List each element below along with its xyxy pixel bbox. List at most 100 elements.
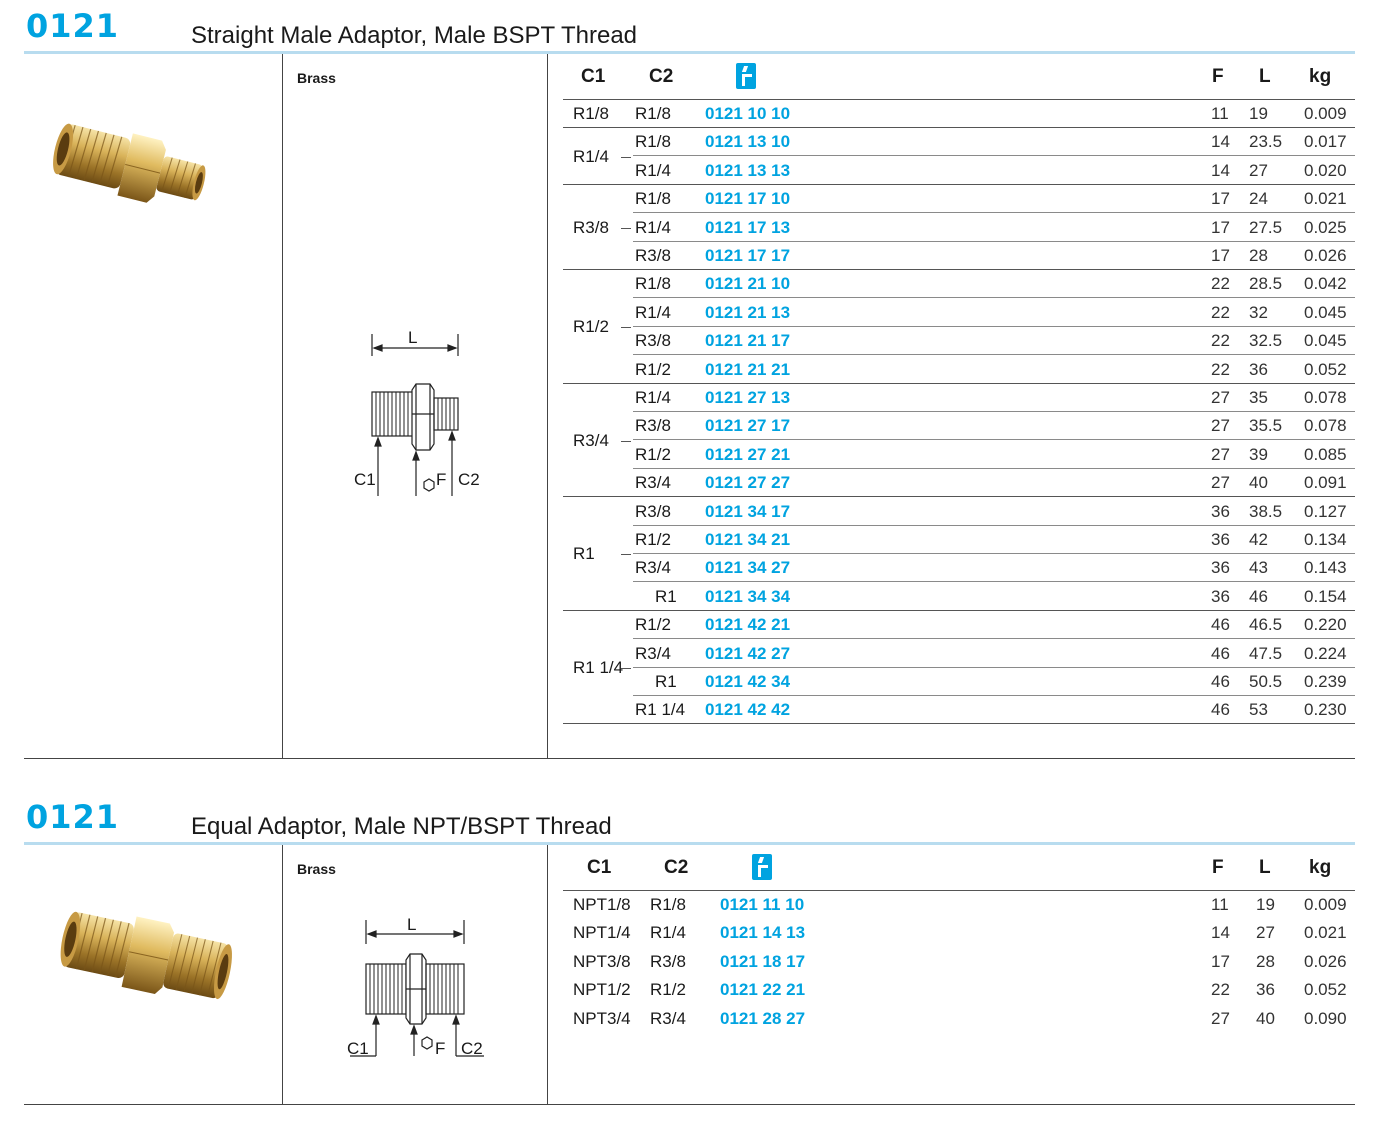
f-cell: 11 bbox=[1211, 895, 1229, 914]
l-cell: 43 bbox=[1249, 558, 1268, 578]
l-cell: 32.5 bbox=[1249, 331, 1283, 351]
material-label: Brass bbox=[297, 861, 336, 877]
c2-cell: R1/8 bbox=[635, 132, 671, 152]
kg-cell: 0.025 bbox=[1304, 217, 1347, 237]
article-number: 0121 42 21 bbox=[705, 615, 791, 635]
l-cell: 39 bbox=[1249, 444, 1268, 464]
c1-cell: NPT3/8 bbox=[573, 951, 631, 971]
col-header-f: F bbox=[1212, 66, 1224, 87]
f-cell: 46 bbox=[1211, 643, 1230, 663]
kg-cell: 0.026 bbox=[1304, 246, 1347, 265]
article-number: 0121 27 13 bbox=[705, 388, 791, 407]
f-cell: 36 bbox=[1211, 558, 1230, 578]
f-cell: 27 bbox=[1211, 473, 1230, 493]
kg-cell: 0.078 bbox=[1304, 388, 1347, 407]
kg-cell: 0.052 bbox=[1304, 359, 1347, 379]
material-label: Brass bbox=[297, 70, 336, 86]
kg-cell: 0.085 bbox=[1304, 444, 1347, 464]
f-cell: 14 bbox=[1211, 160, 1230, 180]
article-number: 0121 34 17 bbox=[705, 501, 791, 521]
article-number: 0121 17 17 bbox=[705, 246, 791, 265]
c2-cell: R3/4 bbox=[635, 643, 671, 663]
article-number: 0121 21 10 bbox=[705, 274, 791, 294]
l-cell: 40 bbox=[1249, 473, 1268, 493]
catalogue-reference-icon bbox=[752, 854, 772, 880]
f-cell: 22 bbox=[1211, 274, 1230, 294]
f-cell: 27 bbox=[1211, 444, 1230, 464]
l-cell: 27 bbox=[1249, 160, 1268, 180]
product-title: Equal Adaptor, Male NPT/BSPT Thread bbox=[191, 813, 612, 840]
f-cell: 22 bbox=[1211, 980, 1230, 1000]
c2-cell: R1/8 bbox=[635, 274, 671, 294]
kg-cell: 0.009 bbox=[1304, 104, 1347, 123]
article-number: 0121 42 34 bbox=[705, 672, 791, 691]
article-number: 0121 34 27 bbox=[705, 558, 791, 578]
article-number: 0121 21 17 bbox=[705, 331, 791, 351]
f-cell: 27 bbox=[1211, 1008, 1230, 1028]
article-number: 0121 11 10 bbox=[720, 895, 805, 914]
l-cell: 28 bbox=[1256, 951, 1275, 971]
c1-cell: NPT1/8 bbox=[573, 895, 631, 914]
kg-cell: 0.239 bbox=[1304, 672, 1347, 691]
c2-cell: R1/4 bbox=[635, 160, 671, 180]
c2-cell: R3/8 bbox=[635, 501, 671, 521]
article-number: 0121 27 17 bbox=[705, 416, 791, 436]
c2-cell: R3/4 bbox=[650, 1008, 686, 1028]
f-cell: 46 bbox=[1211, 700, 1230, 720]
col-header-kg: kg bbox=[1309, 66, 1332, 87]
f-cell: 36 bbox=[1211, 530, 1230, 549]
c2-cell: R3/8 bbox=[635, 331, 671, 351]
kg-cell: 0.230 bbox=[1304, 700, 1347, 720]
c1-group-label: R3/4 bbox=[573, 430, 609, 450]
l-cell: 27.5 bbox=[1249, 217, 1283, 237]
c1-cell: NPT1/2 bbox=[573, 980, 631, 1000]
kg-cell: 0.078 bbox=[1304, 416, 1347, 436]
kg-cell: 0.143 bbox=[1304, 558, 1347, 578]
f-cell: 17 bbox=[1211, 951, 1230, 971]
kg-cell: 0.026 bbox=[1304, 951, 1347, 971]
f-cell: 46 bbox=[1211, 615, 1230, 635]
c2-cell: R1 bbox=[655, 586, 677, 606]
kg-cell: 0.020 bbox=[1304, 160, 1347, 180]
f-cell: 17 bbox=[1211, 189, 1230, 209]
c1-cell: NPT3/4 bbox=[573, 1008, 631, 1028]
kg-cell: 0.021 bbox=[1304, 923, 1347, 943]
f-cell: 46 bbox=[1211, 672, 1230, 691]
c2-cell: R1/2 bbox=[635, 444, 671, 464]
kg-cell: 0.045 bbox=[1304, 302, 1347, 322]
c2-cell: R3/8 bbox=[635, 416, 671, 436]
section-header: 0121 Equal Adaptor, Male NPT/BSPT Thread bbox=[24, 799, 1355, 845]
article-number: 0121 42 27 bbox=[705, 643, 791, 663]
l-cell: 32 bbox=[1249, 302, 1268, 322]
c2-cell: R1/2 bbox=[635, 530, 671, 549]
l-cell: 19 bbox=[1249, 104, 1268, 123]
product-photo bbox=[60, 911, 232, 1000]
article-number: 0121 22 21 bbox=[720, 980, 806, 1000]
article-number: 0121 34 21 bbox=[705, 530, 791, 549]
col-header-c1: C1 bbox=[587, 857, 612, 878]
f-cell: 22 bbox=[1211, 302, 1230, 322]
c1-group-label: R1/8 bbox=[573, 104, 609, 124]
column-divider bbox=[547, 54, 548, 758]
header-rule bbox=[24, 842, 1355, 845]
l-cell: 27 bbox=[1256, 923, 1275, 943]
c1-group-connector bbox=[621, 227, 631, 229]
c1-cell: NPT1/4 bbox=[573, 923, 631, 943]
f-cell: 14 bbox=[1211, 923, 1230, 943]
article-number: 0121 18 17 bbox=[720, 951, 806, 971]
c1-group-connector bbox=[621, 668, 631, 669]
c1-group-connector bbox=[621, 440, 631, 442]
diagram-label-c2: C2 bbox=[458, 470, 480, 489]
f-cell: 22 bbox=[1211, 331, 1230, 351]
